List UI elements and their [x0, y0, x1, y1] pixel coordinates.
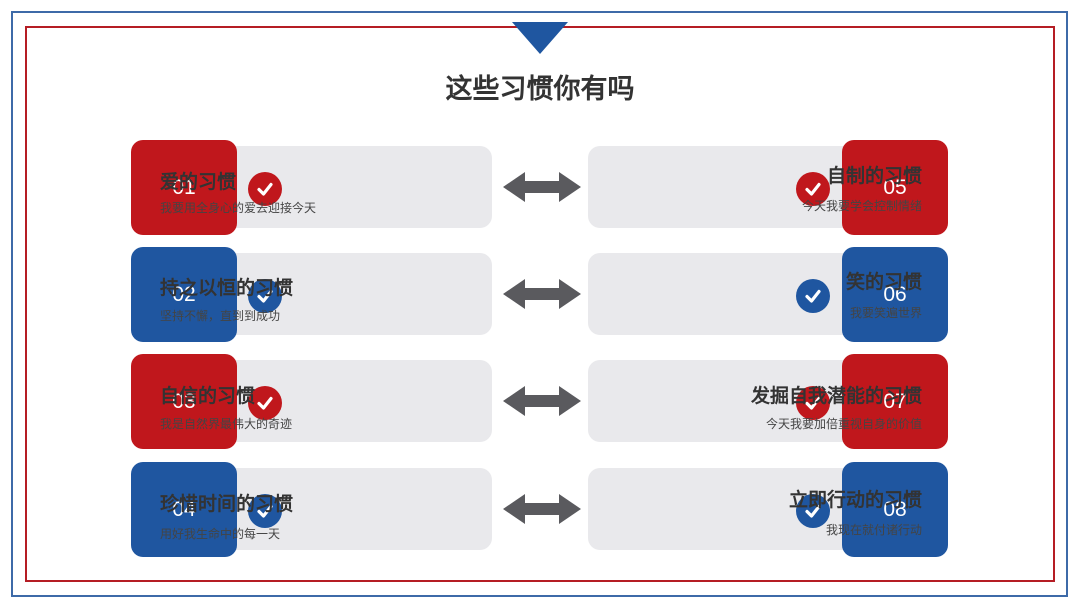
- habit-number-badge: 08: [842, 462, 948, 557]
- check-circle-icon: [796, 172, 830, 206]
- habit-number-badge: 05: [842, 140, 948, 235]
- check-circle-icon: [248, 172, 282, 206]
- habit-subtitle: 我现在就付诸行动: [825, 523, 922, 537]
- habit-title: 珍惜时间的习惯: [160, 493, 294, 515]
- habit-title: 笑的习惯: [845, 271, 922, 293]
- habit-subtitle: 今天我要学会控制情绪: [801, 199, 922, 213]
- habit-subtitle: 我要用全身心的爱去迎接今天: [160, 201, 317, 215]
- double-arrow-icon: [503, 172, 581, 202]
- habit-subtitle: 用好我生命中的每一天: [160, 527, 281, 541]
- habit-number-badge: 01: [131, 140, 237, 235]
- habit-subtitle: 今天我要加倍重视自身的价值: [765, 417, 922, 431]
- check-circle-icon: [248, 279, 282, 313]
- double-arrow-icon: [503, 279, 581, 309]
- habit-title: 持之以恒的习惯: [160, 277, 294, 299]
- habit-number-badge: 03: [131, 354, 237, 449]
- habit-number-badge: 06: [842, 247, 948, 342]
- habit-number-badge: 04: [131, 462, 237, 557]
- check-circle-icon: [796, 494, 830, 528]
- habit-number-badge: 07: [842, 354, 948, 449]
- check-circle-icon: [796, 279, 830, 313]
- habit-title: 自制的习惯: [826, 165, 922, 187]
- double-arrow-icon: [503, 386, 581, 416]
- check-circle-icon: [248, 386, 282, 420]
- check-circle-icon: [248, 494, 282, 528]
- habit-title: 发掘自我潜能的习惯: [750, 385, 922, 407]
- outer-frame: [11, 11, 1068, 597]
- double-arrow-icon: [503, 494, 581, 524]
- check-circle-icon: [796, 386, 830, 420]
- habit-title: 立即行动的习惯: [788, 489, 922, 511]
- top-notch-triangle: [512, 22, 568, 54]
- habit-number-badge: 02: [131, 247, 237, 342]
- habit-subtitle: 我是自然界最伟大的奇迹: [160, 417, 293, 431]
- page-title: 这些习惯你有吗: [445, 74, 635, 105]
- habit-subtitle: 我要笑遍世界: [849, 306, 922, 320]
- habit-title: 爱的习惯: [160, 171, 237, 193]
- habit-title: 自信的习惯: [160, 385, 256, 407]
- habit-subtitle: 坚持不懈，直到到成功: [160, 309, 281, 323]
